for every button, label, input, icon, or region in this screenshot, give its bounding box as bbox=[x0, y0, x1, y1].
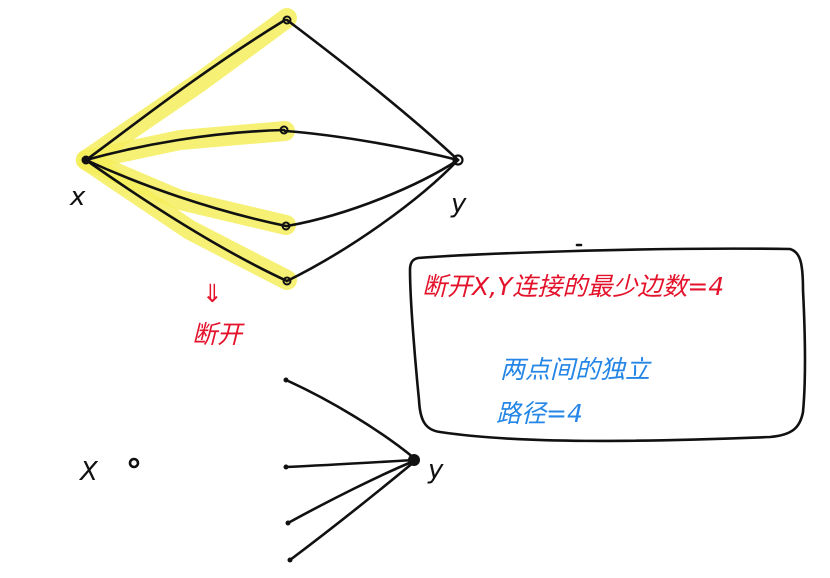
dangling-end-1 bbox=[283, 377, 289, 383]
label-x-isolated: X bbox=[78, 457, 99, 487]
edge-m2-y bbox=[283, 129, 460, 162]
dangling-edge-3 bbox=[286, 459, 416, 525]
vertex-x bbox=[81, 155, 91, 165]
dangling-edge-2 bbox=[284, 458, 416, 469]
cut-label: 断开 bbox=[192, 320, 245, 349]
vertex-m3 bbox=[281, 221, 291, 231]
label-x: x bbox=[69, 182, 86, 212]
edge-m1-y bbox=[285, 18, 460, 162]
dangling-end-2 bbox=[283, 464, 289, 470]
edge-x-m4 bbox=[84, 158, 289, 283]
note-blue-line-1: 两点间的独立 bbox=[500, 355, 652, 384]
note-blue-line-2: 路径=4 bbox=[496, 399, 583, 428]
dangling-edge-4 bbox=[288, 460, 416, 562]
vertex-y bbox=[452, 154, 464, 166]
dangling-end-3 bbox=[285, 520, 291, 526]
vertex-m1 bbox=[282, 15, 292, 25]
highlight-edge-1 bbox=[76, 8, 297, 170]
vertex-m4 bbox=[282, 276, 292, 286]
note-box-border bbox=[408, 247, 807, 443]
label-y-bottom: y bbox=[427, 455, 444, 485]
edge-x-m3 bbox=[84, 158, 288, 228]
note-red-line: 断开X,Y连接的最少边数=4 bbox=[422, 272, 724, 301]
top-graph: x y bbox=[69, 15, 467, 286]
vertex-m2 bbox=[279, 125, 289, 135]
dangling-end-4 bbox=[287, 557, 293, 563]
down-arrow-icon: ⇓ bbox=[202, 279, 223, 308]
vertex-x-isolated bbox=[128, 457, 140, 469]
note-box: 断开X,Y连接的最少边数=4 两点间的独立 路径=4 bbox=[408, 243, 807, 443]
vertex-y-bottom bbox=[408, 454, 420, 466]
edge-m4-y bbox=[285, 158, 460, 283]
edge-x-m1 bbox=[84, 18, 287, 162]
highlight-group bbox=[76, 8, 297, 290]
bottom-graph: X y bbox=[78, 377, 444, 563]
cut-annotation: ⇓ 断开 bbox=[192, 279, 245, 349]
edge-x-m2 bbox=[84, 128, 286, 162]
edge-m3-y bbox=[285, 158, 460, 228]
dangling-edge-1 bbox=[284, 378, 416, 460]
label-y: y bbox=[450, 189, 467, 219]
